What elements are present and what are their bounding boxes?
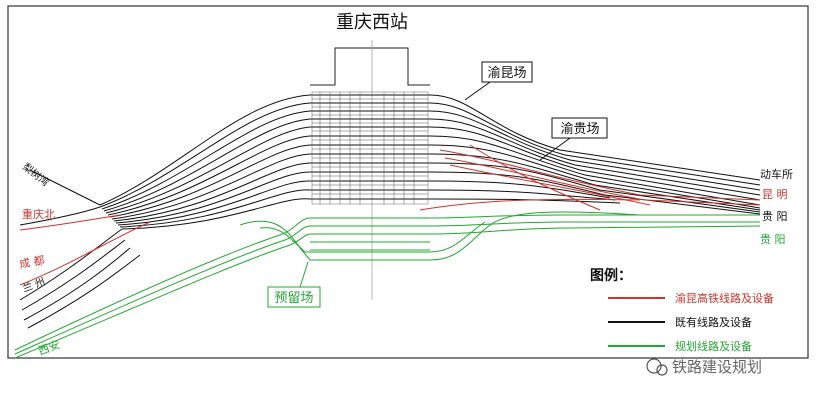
label-emu-depot: 动车所	[760, 167, 793, 181]
station-title: 重庆西站	[336, 12, 408, 33]
reserved-yard-label: 预留场	[274, 291, 313, 306]
yukun-yard-label-box	[481, 61, 533, 83]
legend-label-black: 既有线路及设备	[675, 315, 752, 329]
existing-tracks	[19, 94, 761, 329]
reserved-yard-leader	[299, 261, 309, 288]
legend: 图例： 渝昆高铁线路及设备 既有线路及设备 规划线路及设备	[590, 267, 774, 353]
legend-title: 图例：	[590, 267, 632, 284]
watermark-text: 铁路建设规划	[672, 358, 762, 376]
label-kunming: 昆 明	[762, 188, 788, 201]
watermark: 铁路建设规划	[646, 358, 762, 376]
yugui-yard-label-box	[551, 117, 608, 139]
legend-label-red: 渝昆高铁线路及设备	[675, 291, 774, 305]
reserved-yard-label-box	[267, 286, 321, 308]
legend-label-green: 规划线路及设备	[675, 339, 752, 353]
station-building-outline	[310, 47, 430, 86]
yukun-yard-label: 渝昆场	[487, 65, 526, 81]
yukun-hsr-tracks	[19, 144, 761, 286]
label-guiyang: 贵 阳	[762, 210, 788, 223]
wechat-icon	[646, 358, 662, 374]
platform-block	[311, 91, 429, 205]
label-chengdu: 成 都	[18, 254, 45, 271]
yugui-yard-leader	[539, 137, 571, 161]
label-guiyang-planned: 贵 阳	[760, 233, 786, 246]
yukun-yard-leader	[464, 81, 491, 101]
label-chongqingbei: 重庆北	[22, 207, 55, 221]
planned-tracks	[14, 211, 761, 359]
yugui-yard-label: 渝贵场	[560, 121, 599, 137]
